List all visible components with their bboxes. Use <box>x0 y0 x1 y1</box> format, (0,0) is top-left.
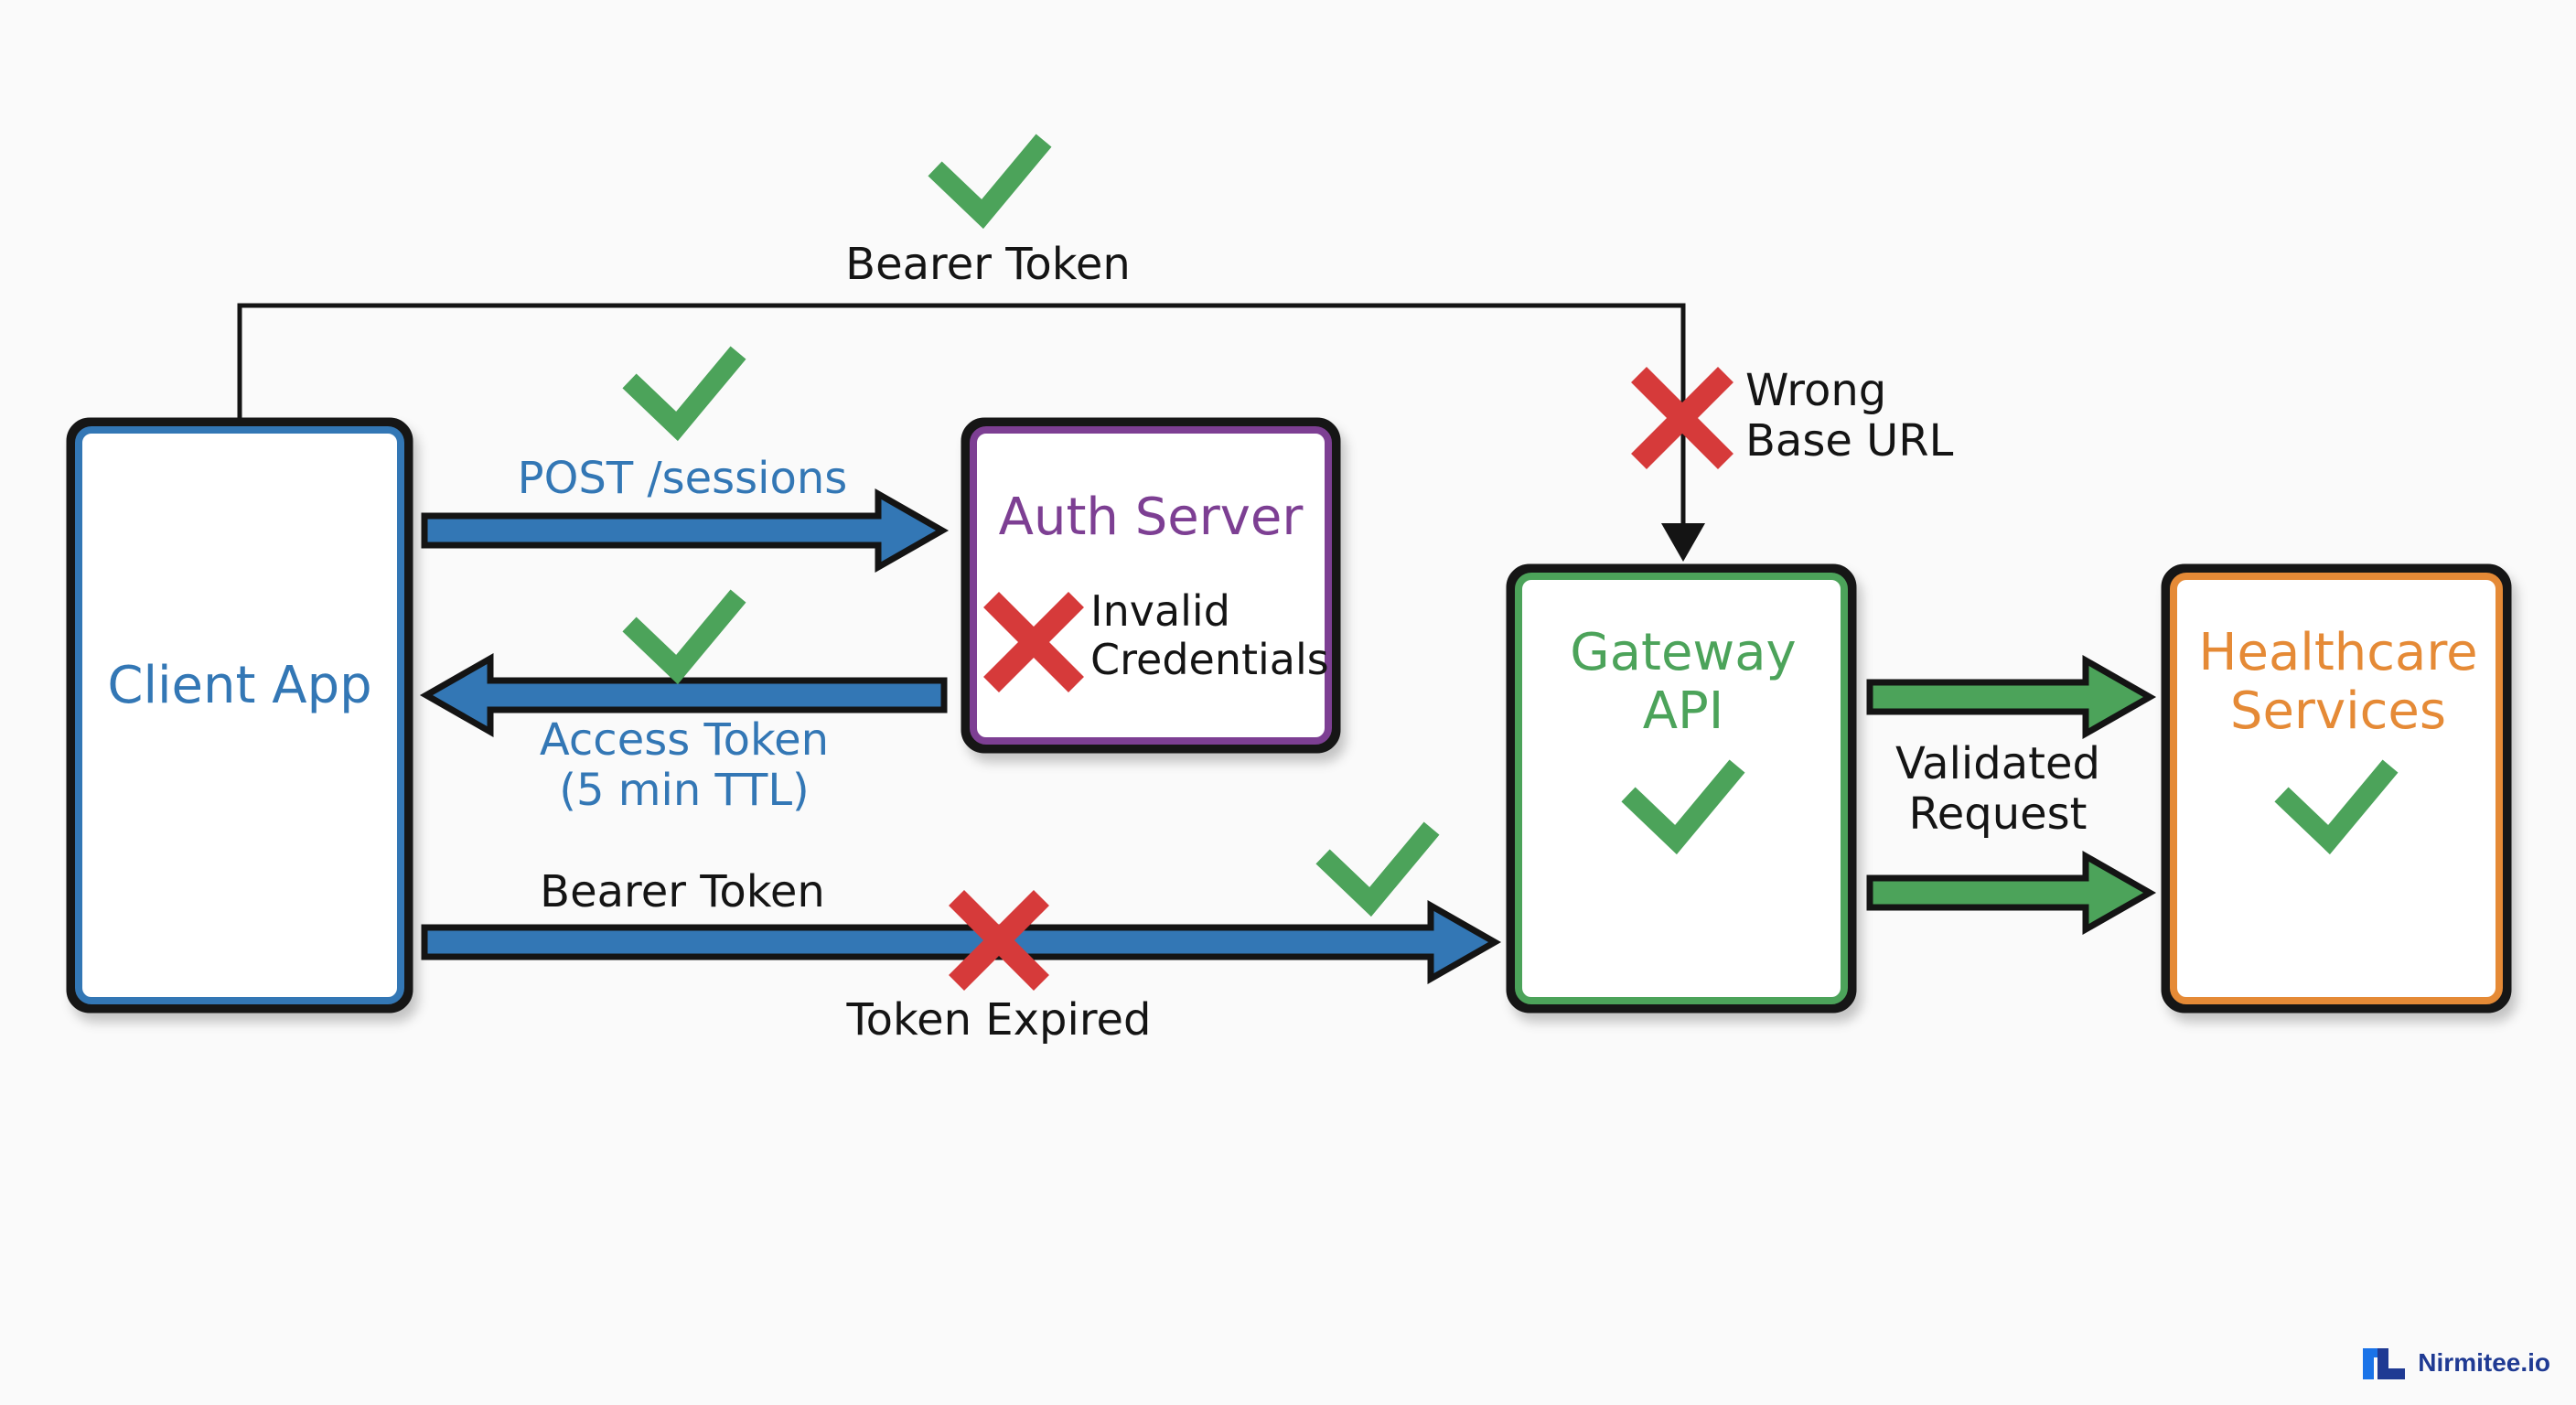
access-token-arrow <box>419 652 948 738</box>
invalid-credentials-line-2: Credentials <box>1090 634 1329 684</box>
gateway-api-node <box>1506 563 1857 1014</box>
healthcare-services-title: Healthcare Services <box>2198 623 2478 742</box>
validated-request-arrow-upper <box>1866 654 2157 740</box>
post-sessions-arrow <box>421 488 950 574</box>
token-expired-label: Token Expired <box>846 994 1152 1046</box>
check-icon-post-sessions <box>622 346 746 442</box>
post-sessions-label: POST /sessions <box>517 453 848 504</box>
bottom-bearer-arrow <box>421 899 1502 985</box>
auth-server-title: Auth Server <box>998 488 1304 547</box>
top-bearer-token-label: Bearer Token <box>845 239 1131 290</box>
auth-server-node <box>961 417 1341 754</box>
gateway-api-line-1: Gateway <box>1570 623 1797 682</box>
gateway-api-title: Gateway API <box>1570 623 1797 742</box>
brand-name: Nirmitee.io <box>2418 1348 2550 1377</box>
check-icon-access-token <box>622 589 746 685</box>
client-app-node <box>66 417 413 1014</box>
wrong-base-url-line-1: Wrong <box>1745 365 1887 416</box>
check-icon-bottom-bearer <box>1315 821 1440 917</box>
check-icon-gateway <box>1621 759 1745 855</box>
client-app-title: Client App <box>107 656 372 715</box>
access-token-line-1: Access Token <box>539 714 830 766</box>
healthcare-services-node <box>2161 563 2512 1014</box>
cross-icon-token-expired <box>949 890 1049 991</box>
validated-request-line-2: Request <box>1908 788 2088 841</box>
check-icon-healthcare <box>2274 759 2399 855</box>
validated-request-line-1: Validated <box>1895 738 2100 789</box>
healthcare-services-line-2: Services <box>2229 681 2447 742</box>
access-token-label: Access Token (5 min TTL) <box>539 714 830 817</box>
bottom-bearer-token-label: Bearer Token <box>540 866 825 917</box>
top-bearer-arrowhead <box>1661 523 1705 562</box>
wrong-base-url-line-2: Base URL <box>1745 415 1954 467</box>
gateway-api-line-2: API <box>1642 681 1724 742</box>
brand-logo[interactable]: Nirmitee.io <box>2363 1346 2550 1379</box>
wrong-base-url-label: Wrong Base URL <box>1745 365 1954 467</box>
check-icon-top-bearer <box>928 134 1052 230</box>
access-token-line-2: (5 min TTL) <box>559 765 810 817</box>
invalid-credentials-line-1: Invalid <box>1090 586 1230 636</box>
cross-icon-wrong-base-url <box>1631 367 1733 469</box>
validated-request-label: Validated Request <box>1895 738 2100 841</box>
brand-logo-icon <box>2363 1346 2406 1379</box>
cross-icon-invalid-credentials <box>983 592 1084 692</box>
validated-request-arrow-lower <box>1866 850 2157 936</box>
healthcare-services-line-1: Healthcare <box>2198 623 2478 682</box>
invalid-credentials-label: Invalid Credentials <box>1090 587 1329 684</box>
